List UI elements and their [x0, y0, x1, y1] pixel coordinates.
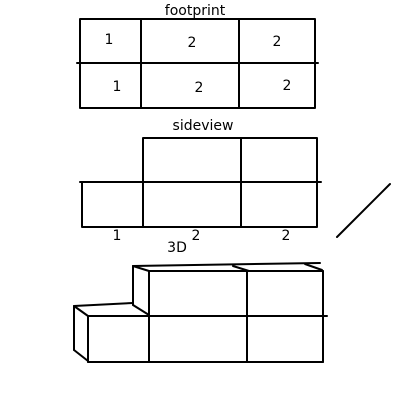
sideview-label-3: 2	[282, 228, 291, 244]
view3d-title: 3D	[167, 240, 187, 256]
upper-depth-left-top	[132, 265, 150, 272]
footprint-cell-r1c1: 1	[105, 32, 114, 48]
footprint-cell-r1c2: 2	[188, 35, 197, 51]
sideview-bottom-row	[81, 181, 318, 228]
side-view: sideview 1 2 2	[79, 118, 322, 244]
footprint-cell-r2c1: 1	[113, 79, 122, 95]
sideview-title: sideview	[173, 118, 234, 134]
footprint-cell-r2c2: 2	[195, 80, 204, 96]
footprint-title: footprint	[165, 3, 226, 19]
sideview-top-block	[142, 137, 318, 183]
lower-top-back-edge	[73, 302, 134, 307]
upper-depth-mid-top	[232, 265, 250, 272]
upper-depth-right-top	[304, 263, 323, 271]
three-d-view: 3D	[73, 240, 328, 363]
footprint-cell-r1c3: 2	[273, 34, 282, 50]
lower-depth-left-bottom	[73, 349, 89, 362]
upper-top-back-edge	[132, 262, 321, 267]
upper-depth-left-bottom	[132, 304, 150, 316]
lower-depth-left-top	[73, 305, 89, 317]
stray-diagonal-stroke	[336, 183, 391, 238]
sideview-label-2: 2	[192, 228, 201, 244]
sideview-label-1: 1	[113, 228, 122, 244]
footprint-view: footprint 1 2 2 1 2 2	[76, 3, 319, 109]
footprint-cell-r2c3: 2	[283, 78, 292, 94]
